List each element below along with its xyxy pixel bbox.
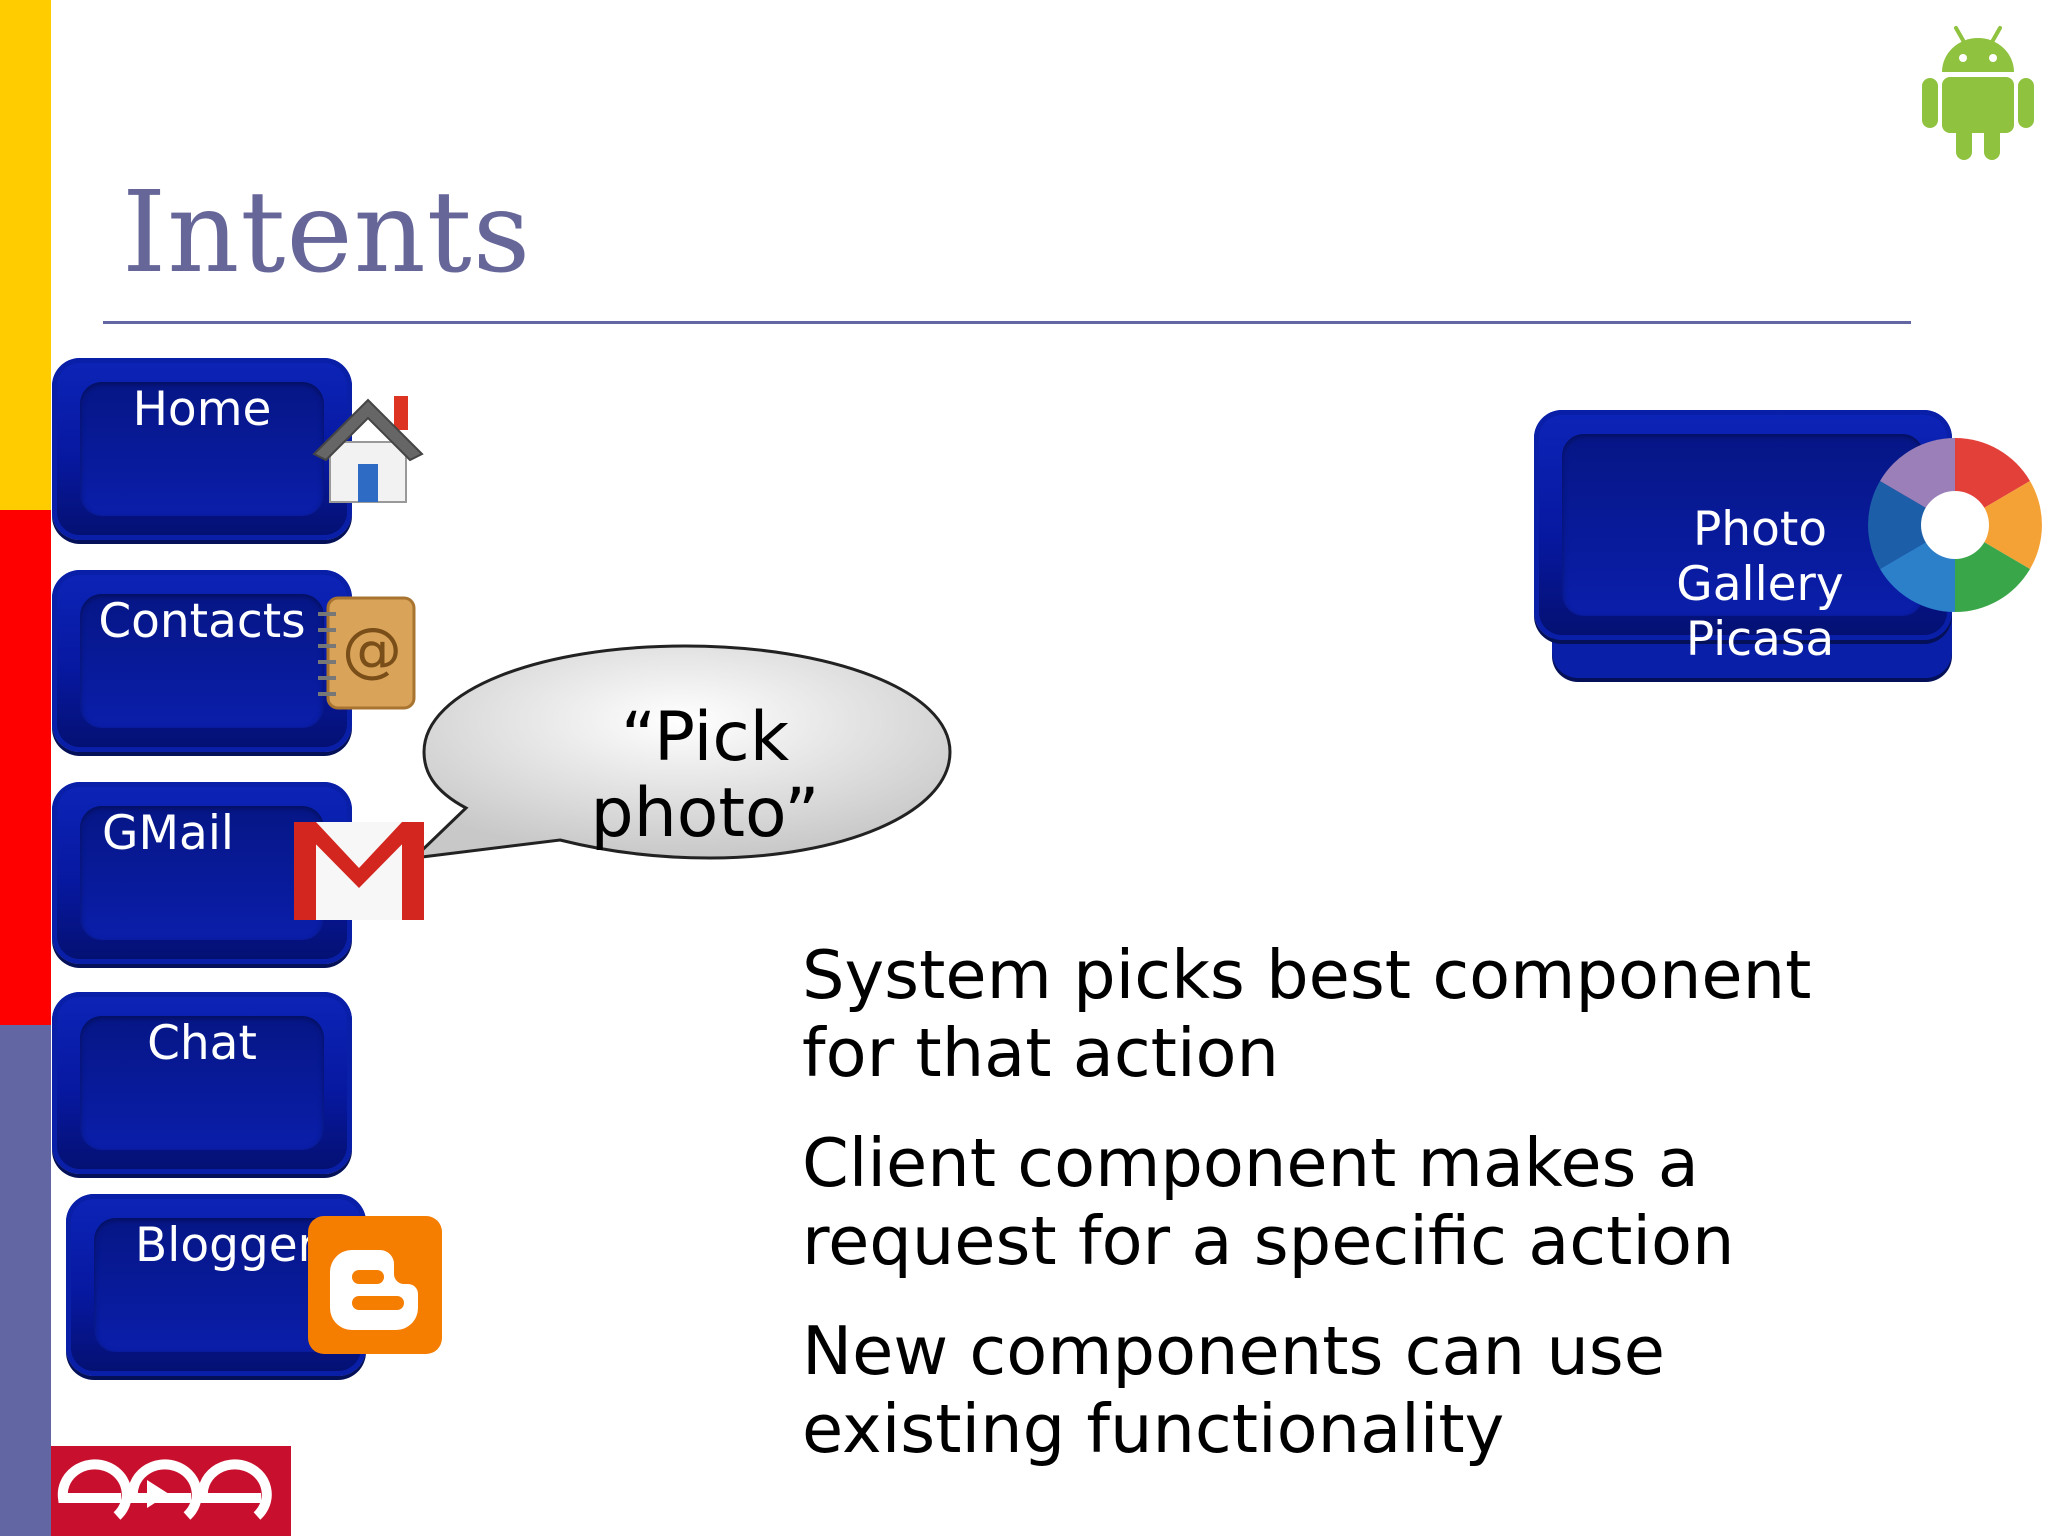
accent-strip-yellow bbox=[0, 0, 51, 510]
picasa-icon bbox=[1868, 438, 2042, 612]
bullet-list: System picks best component for that act… bbox=[802, 936, 1982, 1500]
blogger-icon bbox=[308, 1216, 442, 1354]
svg-text:@: @ bbox=[342, 615, 402, 685]
gmail-app-button[interactable]: GMail bbox=[52, 782, 424, 964]
bullet-item: Client component makes a request for a s… bbox=[802, 1124, 1982, 1280]
slide-title: Intents bbox=[122, 168, 532, 298]
app-label-chat: Chat bbox=[147, 1016, 257, 1071]
accent-strip-blue bbox=[0, 1025, 51, 1536]
app-label-blogger: Blogger bbox=[135, 1218, 317, 1273]
bullet-item: System picks best component for that act… bbox=[802, 936, 1982, 1092]
bullet-line: System picks best component bbox=[802, 936, 1812, 1014]
bullet-line: New components can use bbox=[802, 1312, 1665, 1390]
blogger-app-button[interactable]: Blogger bbox=[66, 1194, 442, 1376]
title-divider bbox=[103, 321, 1911, 324]
app-label-home: Home bbox=[132, 382, 272, 437]
speech-bubble-text: “Pick photo” bbox=[560, 700, 850, 852]
chat-app-button[interactable]: Chat bbox=[52, 992, 352, 1174]
photo-gallery-label-line-2: Gallery bbox=[1676, 557, 1844, 612]
app-label-contacts: Contacts bbox=[98, 594, 306, 649]
app-label-gmail: GMail bbox=[102, 806, 234, 861]
bullet-line: existing functionality bbox=[802, 1390, 1505, 1468]
speech-bubble bbox=[410, 644, 952, 861]
contacts-icon: @ bbox=[318, 596, 416, 710]
android-logo-icon bbox=[1922, 26, 2034, 160]
accent-strip-red bbox=[0, 510, 51, 1025]
home-app-button[interactable]: Home bbox=[52, 358, 424, 540]
home-icon bbox=[312, 396, 424, 503]
speech-bubble-line-1: “Pick bbox=[620, 698, 790, 777]
bullet-line: for that action bbox=[802, 1014, 1280, 1092]
speech-bubble-line-2: photo” bbox=[590, 774, 820, 853]
contacts-app-button[interactable]: Contacts @ bbox=[52, 570, 416, 752]
photo-gallery-label-line-1: Photo bbox=[1692, 502, 1828, 557]
gmail-icon bbox=[294, 822, 424, 920]
bullet-line: Client component makes a bbox=[802, 1124, 1699, 1202]
ece-logo-icon bbox=[51, 1446, 291, 1536]
bullet-line: request for a specific action bbox=[802, 1202, 1735, 1280]
bullet-item: New components can use existing function… bbox=[802, 1312, 1982, 1468]
photo-gallery-label: Photo Gallery Picasa bbox=[1640, 502, 1880, 667]
photo-gallery-label-line-3: Picasa bbox=[1685, 612, 1835, 667]
